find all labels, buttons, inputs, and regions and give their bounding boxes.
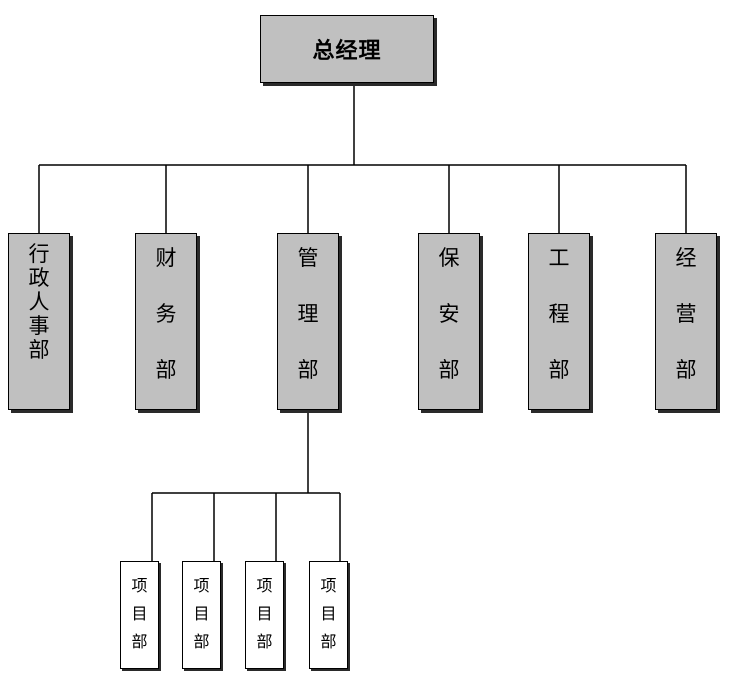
node-project-4: 项 目 部 — [309, 561, 348, 669]
node-char: 项 — [131, 576, 148, 595]
node-project-3: 项 目 部 — [245, 561, 284, 669]
node-char: 工 — [548, 246, 570, 270]
node-char: 目 — [320, 604, 337, 623]
node-department-management: 管 理 部 — [277, 233, 339, 410]
node-department-engineering: 工 程 部 — [528, 233, 590, 410]
node-char: 财 — [155, 246, 177, 270]
node-char: 目 — [193, 604, 210, 623]
node-general-manager: 总经理 — [260, 15, 434, 83]
node-char: 部 — [320, 632, 337, 651]
node-char: 务 — [155, 302, 177, 326]
node-char: 营 — [675, 302, 697, 326]
node-department-security: 保 安 部 — [418, 233, 480, 410]
node-char: 部 — [675, 358, 697, 382]
node-char: 政 — [28, 266, 50, 290]
node-char: 部 — [297, 358, 319, 382]
node-char: 部 — [28, 338, 50, 362]
node-char: 项 — [193, 576, 210, 595]
node-char: 部 — [131, 632, 148, 651]
node-general-manager-label: 总经理 — [312, 39, 382, 64]
node-char: 行 — [28, 242, 50, 266]
node-char: 部 — [548, 358, 570, 382]
node-char: 管 — [297, 246, 319, 270]
node-char: 目 — [256, 604, 273, 623]
node-char: 项 — [256, 576, 273, 595]
node-project-1: 项 目 部 — [120, 561, 159, 669]
node-char: 部 — [256, 632, 273, 651]
node-char: 人 — [28, 290, 50, 314]
node-char: 安 — [438, 302, 460, 326]
node-char: 理 — [297, 302, 319, 326]
node-char: 部 — [193, 632, 210, 651]
node-char: 经 — [675, 246, 697, 270]
node-char: 部 — [438, 358, 460, 382]
node-department-admin-hr: 行 政 人 事 部 — [8, 233, 70, 410]
node-char: 项 — [320, 576, 337, 595]
node-char: 程 — [548, 302, 570, 326]
node-char: 保 — [438, 246, 460, 270]
node-char: 部 — [155, 358, 177, 382]
node-char: 事 — [28, 314, 50, 338]
node-department-finance: 财 务 部 — [135, 233, 197, 410]
node-char: 目 — [131, 604, 148, 623]
node-project-2: 项 目 部 — [182, 561, 221, 669]
node-department-operations: 经 营 部 — [655, 233, 717, 410]
